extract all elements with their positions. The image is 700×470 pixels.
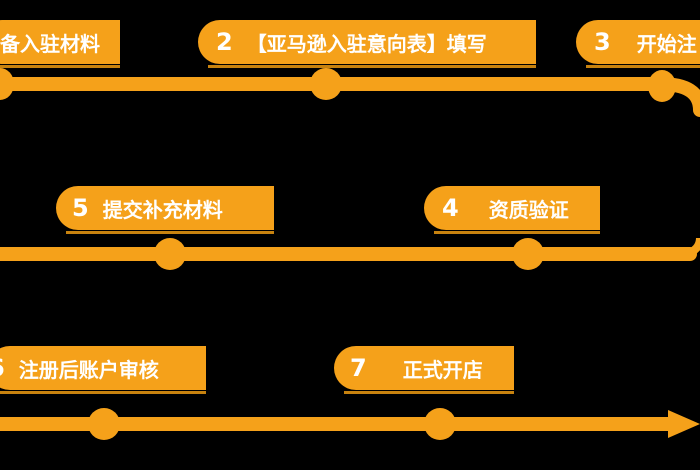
step-2: 2 【亚马逊入驻意向表】填写 <box>198 20 536 68</box>
path-marker <box>512 238 544 270</box>
step-number: 3 <box>594 28 611 56</box>
step-4: 4 资质验证 <box>424 186 600 234</box>
step-number: 5 <box>72 194 89 222</box>
step-label: 资质验证 <box>488 197 569 222</box>
path-row-1 <box>0 77 700 117</box>
step-label: 开始注 <box>636 31 697 56</box>
path-marker <box>648 70 676 102</box>
step-3: 3 开始注 <box>576 20 700 68</box>
arrow-head-icon <box>668 410 700 438</box>
step-label: 正式开店 <box>402 357 483 382</box>
step-number: 7 <box>350 354 367 382</box>
step-label: 提交补充材料 <box>102 197 223 222</box>
step-number: 6 <box>0 354 5 382</box>
path-marker <box>88 408 120 440</box>
path-row-2-curve <box>684 237 700 258</box>
step-5: 5 提交补充材料 <box>56 186 274 234</box>
step-7: 7 正式开店 <box>334 346 514 394</box>
step-6: 6 注册后账户审核 <box>0 346 206 394</box>
step-number: 2 <box>216 28 233 56</box>
step-number: 4 <box>442 194 459 222</box>
path-marker <box>0 68 14 100</box>
path-marker <box>310 68 342 100</box>
path-marker <box>154 238 186 270</box>
step-label: 注册后账户审核 <box>18 357 159 382</box>
step-label: 【亚马逊入驻意向表】填写 <box>246 31 487 56</box>
path-marker <box>424 408 456 440</box>
step-label: 备入驻材料 <box>0 31 100 56</box>
step-1: 备入驻材料 <box>0 20 120 68</box>
